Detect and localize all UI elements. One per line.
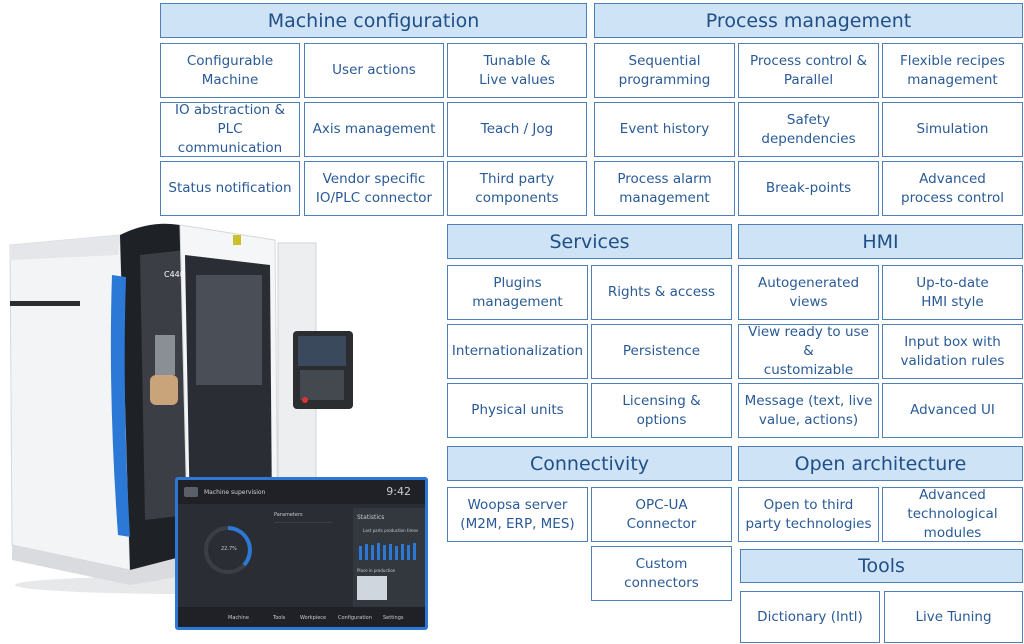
feature-woopsa-server: Woopsa server (M2M, ERP, MES) [447, 487, 588, 542]
feature-physical-units: Physical units [447, 383, 588, 438]
feature-autogenerated-views: Autogenerated views [738, 265, 879, 320]
statistics-panel: Statistics Last parts production times P… [353, 508, 425, 608]
feature-configurable-machine: Configurable Machine [160, 43, 300, 98]
hmi-tablet: Machine supervision 9:42 22.7% Parameter… [175, 477, 428, 630]
feature-teach-jog: Teach / Jog [447, 102, 587, 157]
section-header-tools: Tools [740, 549, 1023, 583]
feature-live-tuning: Live Tuning [884, 591, 1023, 643]
feature-process-control: Process control & Parallel [738, 43, 879, 98]
tablet-nav-bar: Machine Tools Workpiece Configuration Se… [178, 607, 425, 627]
feature-event-history: Event history [594, 102, 735, 157]
chart-label: Last parts production times [363, 528, 419, 533]
nav-item-tools[interactable]: Tools [273, 615, 286, 621]
section-header-open-architecture: Open architecture [738, 446, 1023, 481]
machine-model-label: C440 [164, 270, 185, 279]
feature-user-actions: User actions [304, 43, 444, 98]
feature-sequential-programming: Sequential programming [594, 43, 735, 98]
section-header-process-management: Process management [594, 3, 1023, 38]
feature-process-alarm: Process alarm management [594, 161, 735, 216]
feature-message: Message (text, live value, actions) [738, 383, 879, 438]
feature-dictionary: Dictionary (Intl) [740, 591, 880, 643]
nav-item-settings[interactable]: Settings [383, 615, 404, 621]
nav-item-workpiece[interactable]: Workpiece [300, 615, 327, 621]
tablet-clock: 9:42 [386, 485, 411, 498]
feature-plugins-management: Plugins management [447, 265, 588, 320]
feature-advanced-ui: Advanced UI [882, 383, 1023, 438]
feature-safety-dependencies: Safety dependencies [738, 102, 879, 157]
feature-axis-management: Axis management [304, 102, 444, 157]
feature-custom-connectors: Custom connectors [591, 546, 732, 601]
section-header-hmi: HMI [738, 224, 1023, 259]
feature-third-party-components: Third party components [447, 161, 587, 216]
nav-item-configuration[interactable]: Configuration [338, 615, 372, 621]
section-header-services: Services [447, 224, 732, 259]
place-label: Place in production [357, 568, 396, 573]
tablet-logo-icon [184, 487, 198, 497]
feature-simulation: Simulation [882, 102, 1023, 157]
feature-status-notification: Status notification [160, 161, 300, 216]
feature-advanced-process-control: Advanced process control [882, 161, 1023, 216]
feature-input-box: Input box with validation rules [882, 324, 1023, 379]
tablet-title: Machine supervision [204, 489, 266, 496]
parameters-list [274, 522, 332, 573]
feature-io-abstraction: IO abstraction & PLC communication [160, 102, 300, 157]
feature-view-ready: View ready to use & customizable [738, 324, 879, 379]
section-header-machine-configuration: Machine configuration [160, 3, 587, 38]
feature-hmi-style: Up-to-date HMI style [882, 265, 1023, 320]
feature-internationalization: Internationalization [447, 324, 588, 379]
statistics-label: Statistics [357, 514, 385, 521]
feature-flexible-recipes: Flexible recipes management [882, 43, 1023, 98]
feature-persistence: Persistence [591, 324, 732, 379]
tablet-header: Machine supervision 9:42 [178, 480, 425, 504]
feature-tunable-live-values: Tunable & Live values [447, 43, 587, 98]
feature-advanced-modules: Advanced technological modules [882, 487, 1023, 542]
section-header-connectivity: Connectivity [447, 446, 732, 481]
nav-item-machine[interactable]: Machine [228, 615, 249, 621]
feature-licensing-options: Licensing & options [591, 383, 732, 438]
feature-break-points: Break-points [738, 161, 879, 216]
production-times-bars [359, 543, 416, 560]
part-thumbnail [357, 576, 387, 600]
feature-rights-access: Rights & access [591, 265, 732, 320]
progress-gauge-icon [204, 526, 252, 574]
feature-vendor-connector: Vendor specific IO/PLC connector [304, 161, 444, 216]
gauge-value: 22.7% [221, 546, 237, 552]
feature-opc-ua: OPC-UA Connector [591, 487, 732, 542]
feature-open-third-party: Open to third party technologies [738, 487, 879, 542]
parameters-label: Parameters [274, 512, 303, 518]
